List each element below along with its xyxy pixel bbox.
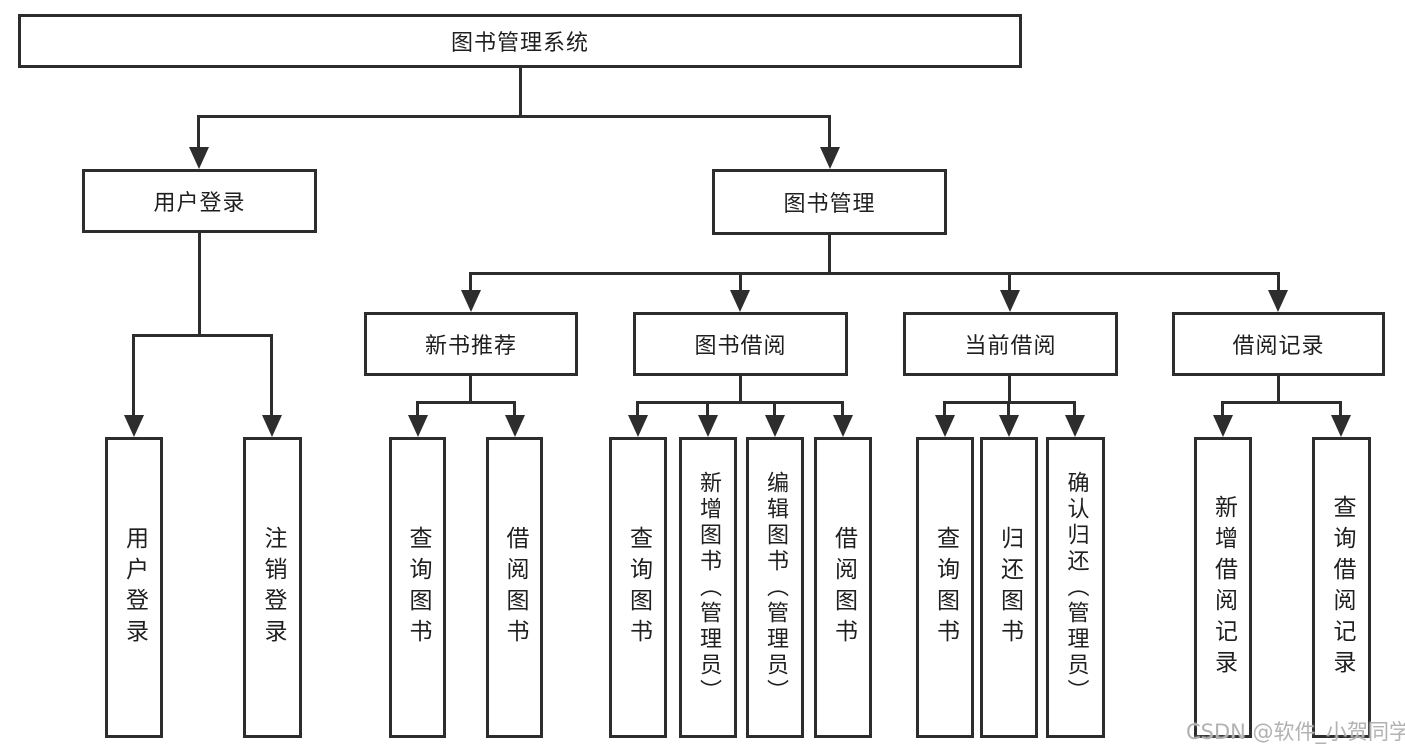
connector-drop-borrow-query-books bbox=[636, 401, 639, 417]
arrowhead-into-leaf-user-login bbox=[124, 415, 144, 437]
connector-drop-recommend-borrow-books bbox=[513, 401, 516, 417]
connector-drop-user-login bbox=[197, 115, 200, 150]
leaf-current-return-books-label: 归还图书 bbox=[996, 525, 1023, 650]
connector-recommendation-bar bbox=[418, 401, 515, 404]
leaf-recommend-query-books-label: 查询图书 bbox=[405, 525, 431, 650]
connector-drop-recommend-query-books bbox=[416, 401, 419, 417]
connector-drop-borrowing-records bbox=[1277, 272, 1280, 292]
node-book-borrowing-label: 图书借阅 bbox=[694, 334, 787, 359]
connector-drop-leaf-logout bbox=[270, 334, 273, 419]
connector-borrowing-bar bbox=[638, 401, 843, 404]
arrowhead-into-user-login bbox=[189, 147, 209, 169]
leaf-borrow-edit-books-admin: 编辑图书（管理员） bbox=[746, 437, 804, 738]
leaf-current-confirm-return-admin: 确认归还（管理员） bbox=[1046, 437, 1105, 738]
arrowhead-into-borrow-add-books bbox=[698, 415, 718, 437]
connector-drop-current-query-books bbox=[943, 401, 946, 417]
connector-level3-bar bbox=[471, 272, 1279, 275]
leaf-recommend-query-books: 查询图书 bbox=[389, 437, 446, 738]
leaf-current-return-books: 归还图书 bbox=[980, 437, 1038, 738]
connector-drop-leaf-user-login bbox=[132, 334, 135, 419]
leaf-user-login-label: 用户登录 bbox=[121, 525, 148, 650]
arrowhead-into-borrow-borrow-books bbox=[833, 415, 853, 437]
arrowhead-into-book-borrowing bbox=[730, 290, 750, 312]
node-library-management-system-label: 图书管理系统 bbox=[450, 31, 589, 56]
leaf-user-login: 用户登录 bbox=[105, 437, 163, 738]
arrowhead-into-records-add-record bbox=[1213, 415, 1233, 437]
connector-records-bar bbox=[1223, 401, 1341, 404]
connector-drop-book-management bbox=[828, 115, 831, 150]
connector-drop-records-query-record bbox=[1339, 401, 1342, 417]
node-book-borrowing: 图书借阅 bbox=[633, 312, 848, 376]
connector-drop-current-borrowing bbox=[1008, 272, 1011, 292]
connector-drop-borrow-edit-books bbox=[773, 401, 776, 417]
leaf-current-query-books-label: 查询图书 bbox=[932, 525, 959, 650]
connector-drop-borrow-add-books bbox=[706, 401, 709, 417]
arrowhead-into-records-query-record bbox=[1331, 415, 1351, 437]
leaf-borrow-add-books-admin-label: 新增图书（管理员） bbox=[696, 470, 721, 705]
node-current-borrowing-label: 当前借阅 bbox=[964, 334, 1057, 359]
arrowhead-into-recommend-borrow-books bbox=[505, 415, 525, 437]
leaf-current-confirm-return-admin-label: 确认归还（管理员） bbox=[1063, 470, 1089, 705]
connector-user-login-stem bbox=[198, 233, 201, 337]
node-new-book-recommendation: 新书推荐 bbox=[364, 312, 578, 376]
leaf-recommend-borrow-books-label: 借阅图书 bbox=[502, 525, 528, 650]
arrowhead-into-current-confirm-return bbox=[1065, 415, 1085, 437]
leaf-records-query-borrow-record-label: 查询借阅记录 bbox=[1329, 494, 1355, 681]
connector-drop-borrow-borrow-books bbox=[841, 401, 844, 417]
leaf-borrow-query-books: 查询图书 bbox=[609, 437, 667, 738]
connector-drop-book-borrowing bbox=[739, 272, 742, 292]
leaf-borrow-add-books-admin: 新增图书（管理员） bbox=[679, 437, 737, 738]
arrowhead-into-leaf-logout bbox=[262, 415, 282, 437]
node-book-management: 图书管理 bbox=[712, 169, 947, 235]
leaf-recommend-borrow-books: 借阅图书 bbox=[486, 437, 543, 738]
arrowhead-into-recommend-query-books bbox=[408, 415, 428, 437]
leaf-borrow-edit-books-admin-label: 编辑图书（管理员） bbox=[763, 470, 788, 705]
arrowhead-into-current-query-books bbox=[935, 415, 955, 437]
leaf-borrow-query-books-label: 查询图书 bbox=[625, 525, 652, 650]
leaf-borrow-borrow-books-label: 借阅图书 bbox=[830, 525, 857, 650]
leaf-current-query-books: 查询图书 bbox=[916, 437, 974, 738]
leaf-borrow-borrow-books: 借阅图书 bbox=[814, 437, 872, 738]
node-current-borrowing: 当前借阅 bbox=[903, 312, 1118, 376]
leaf-logout-label: 注销登录 bbox=[260, 525, 286, 650]
arrowhead-into-borrowing-records bbox=[1268, 290, 1288, 312]
node-new-book-recommendation-label: 新书推荐 bbox=[424, 334, 517, 359]
node-borrowing-records-label: 借阅记录 bbox=[1232, 334, 1325, 359]
leaf-records-query-borrow-record: 查询借阅记录 bbox=[1312, 437, 1371, 738]
node-book-management-label: 图书管理 bbox=[783, 192, 876, 217]
leaf-records-add-borrow-record-label: 新增借阅记录 bbox=[1210, 494, 1237, 681]
connector-recommendation-stem bbox=[469, 376, 472, 403]
connector-book-management-stem bbox=[828, 235, 831, 275]
watermark: CSDN @软件_小贺同学 bbox=[1186, 720, 1405, 744]
leaf-logout: 注销登录 bbox=[243, 437, 302, 738]
node-user-login-label: 用户登录 bbox=[153, 191, 246, 216]
connector-borrowing-stem bbox=[739, 376, 742, 403]
connector-root-stem bbox=[519, 68, 522, 117]
connector-drop-records-add-record bbox=[1221, 401, 1224, 417]
arrowhead-into-borrow-edit-books bbox=[765, 415, 785, 437]
node-library-management-system: 图书管理系统 bbox=[18, 14, 1022, 68]
node-user-login: 用户登录 bbox=[82, 169, 317, 233]
arrowhead-into-borrow-query-books bbox=[628, 415, 648, 437]
leaf-records-add-borrow-record: 新增借阅记录 bbox=[1194, 437, 1252, 738]
arrowhead-into-current-borrowing bbox=[1000, 290, 1020, 312]
connector-drop-current-return-books bbox=[1007, 401, 1010, 417]
node-borrowing-records: 借阅记录 bbox=[1172, 312, 1385, 376]
arrowhead-into-current-return-books bbox=[999, 415, 1019, 437]
connector-drop-new-book-recommendation bbox=[469, 272, 472, 292]
connector-user-login-bar bbox=[134, 334, 272, 337]
arrowhead-into-new-book-recommendation bbox=[461, 290, 481, 312]
connector-records-stem bbox=[1277, 376, 1280, 403]
connector-drop-current-confirm-return bbox=[1073, 401, 1076, 417]
connector-current-stem bbox=[1008, 376, 1011, 403]
connector-root-bar bbox=[198, 115, 830, 118]
arrowhead-into-book-management bbox=[820, 147, 840, 169]
connector-current-bar bbox=[945, 401, 1075, 404]
